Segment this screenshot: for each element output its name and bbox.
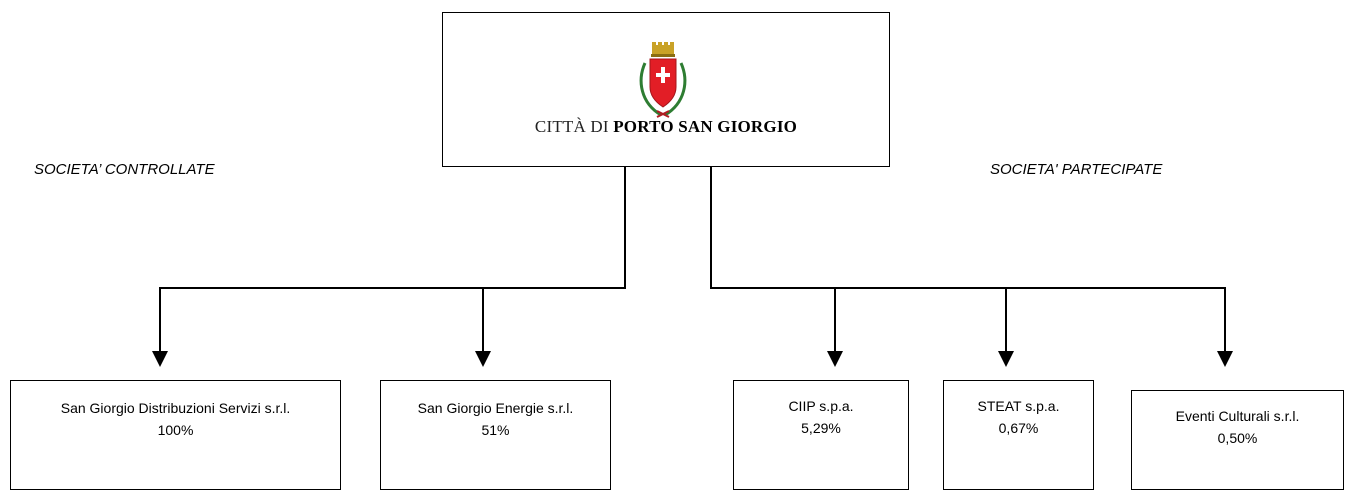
company-share: 0,67% [998,420,1039,436]
arrow-head [827,351,843,367]
company-box: San Giorgio Distribuzioni Servizi s.r.l.… [10,380,341,490]
arrow-head [152,351,168,367]
company-name: San Giorgio Distribuzioni Servizi s.r.l. [60,400,291,416]
section-label-controlled: SOCIETA’ CONTROLLATE [34,161,215,178]
city-title: PORTO SAN GIORGIO [613,117,798,136]
company-box: STEAT s.p.a. 0,67% [943,380,1094,490]
city-name: CITTÀ DI PORTO SAN GIORGIO [443,117,889,137]
company-share: 51% [481,422,510,438]
coat-of-arms-icon [639,42,687,118]
company-name: San Giorgio Energie s.r.l. [417,400,574,416]
company-name: CIIP s.p.a. [788,398,854,414]
root-entity-box: CITTÀ DI PORTO SAN GIORGIO [442,12,890,167]
arrow-head [1217,351,1233,367]
company-box: CIIP s.p.a. 5,29% [733,380,909,490]
company-box: San Giorgio Energie s.r.l. 51% [380,380,611,490]
section-label-participated: SOCIETA' PARTECIPATE [990,161,1163,178]
company-name: Eventi Culturali s.r.l. [1175,408,1300,424]
company-share: 100% [157,422,194,438]
city-prefix: CITTÀ DI [534,117,614,136]
company-share: 5,29% [801,420,841,436]
company-share: 0,50% [1217,430,1258,446]
company-box: Eventi Culturali s.r.l. 0,50% [1131,390,1344,490]
arrow-head [475,351,491,367]
company-name: STEAT s.p.a. [977,398,1060,414]
arrow-head [998,351,1014,367]
